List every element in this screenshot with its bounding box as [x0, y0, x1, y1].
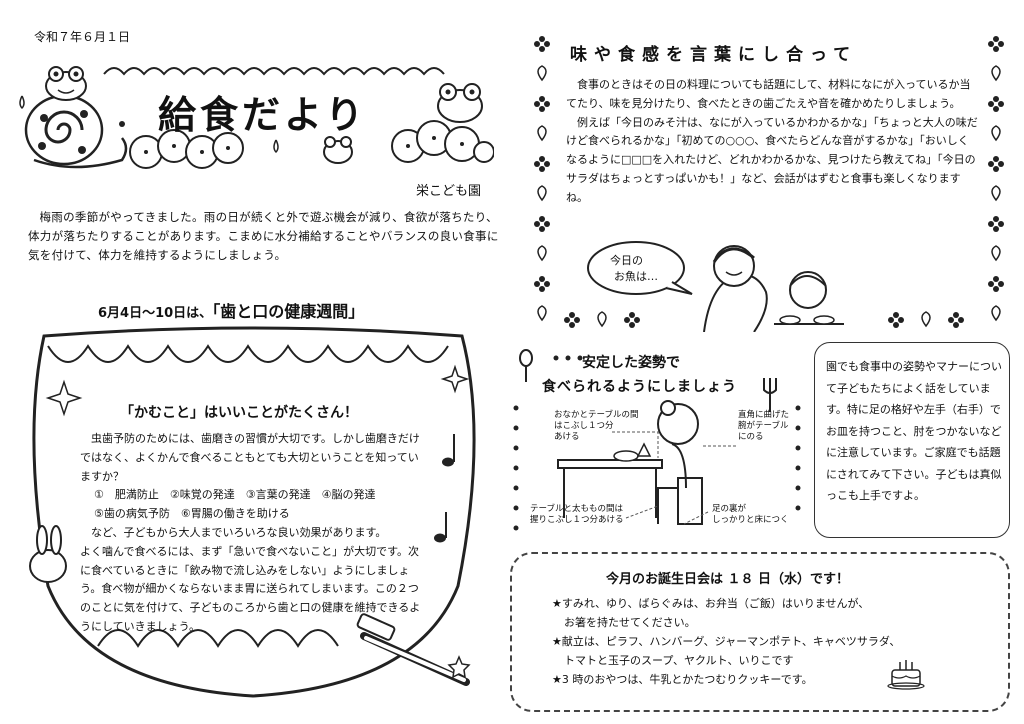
posture-title-line-1: 安定した姿勢で — [582, 355, 680, 371]
chewing-paragraph-2: など、子どもから大人までいろいろな良い効果があります。 — [91, 525, 387, 539]
speech-bubble-line-2: お魚は… — [614, 270, 658, 283]
mouth-frame-illustration — [29, 326, 476, 698]
intro-paragraph: 梅雨の季節がやってきました。雨の日が続くと外で遊ぶ機会が減り、食欲が落ちたり、体… — [28, 210, 499, 262]
posture-note-text: 園でも食事中の姿勢やマナーについて子どもたちによく話をしています。特に足の格好や… — [826, 360, 1002, 502]
chewing-benefits-2: ⑤歯の病気予防 ⑥胃腸の働きを助ける — [94, 507, 290, 521]
chewing-heading: 「かむこと」はいいことがたくさん！ — [120, 405, 358, 421]
taste-body: 食事のときはその日の料理についても話題にして、材料になにが入っているか当てたり、… — [566, 76, 978, 208]
birthday-box — [510, 552, 1010, 712]
issue-date: 令和７年６月１日 — [34, 30, 131, 44]
header-illustration — [19, 66, 494, 169]
birthday-title: 今月のお誕生日会は １８ 日（水）です！ — [606, 572, 850, 587]
chewing-body: 虫歯予防のためには、歯磨きの習慣が大切です。しかし歯磨きだけではなく、よくかんで… — [80, 430, 425, 637]
cake-icon — [887, 660, 925, 690]
week-dates: 6月4日〜10日は、 — [98, 306, 213, 321]
taste-paragraph-1: 食事のときはその日の料理についても話題にして、材料になにが入っているか当てたり、… — [566, 78, 971, 110]
speech-bubble-line-1: 今日の — [610, 253, 643, 267]
organization-name: 栄こども園 — [416, 184, 482, 199]
newsletter-title: 給食だより — [158, 93, 368, 137]
posture-title-line-2: 食べられるようにしましょう — [542, 379, 737, 395]
taste-title: 味や食感を言葉にし合って — [570, 45, 858, 65]
posture-note-box — [814, 342, 1010, 538]
chewing-paragraph-3: よく噛んで食べるには、まず「急いで食べないこと」が大切です。次に食べているときに… — [80, 544, 421, 633]
birthday-details: ★すみれ、ゆり、ばらぐみは、お弁当（ご飯）はいりませんが、 お箸を持たせてくださ… — [552, 594, 972, 689]
mealtime-illustration: 今日の お魚は… — [587, 241, 844, 332]
birthday-line-1b: お箸を持たせてください。 — [564, 616, 696, 629]
birthday-line-3: ★3 時のおやつは、牛乳とかたつむりクッキーです。 — [552, 673, 813, 686]
week-heading: 6月4日〜10日は、「歯と口の健康週間」 — [98, 298, 364, 322]
taste-paragraph-2: 例えば「今日のみそ汁は、なにが入っているかわかるかな」「ちょっと大人の味だけど食… — [566, 115, 978, 204]
birthday-line-1: ★すみれ、ゆり、ばらぐみは、お弁当（ご飯）はいりませんが、 — [552, 597, 870, 610]
chewing-benefits-1: ① 肥満防止 ②味覚の発達 ③言葉の発達 ④脳の発達 — [94, 488, 376, 502]
birthday-line-2: ★献立は、ピラフ、ハンバーグ、ジャーマンポテト、キャベツサラダ、 — [552, 635, 901, 648]
label-belly-table: おなかとテーブルの間 はこぶし１つ分 あける — [554, 410, 639, 442]
week-name: 「歯と口の健康週間」 — [212, 302, 365, 321]
birthday-line-2b: トマトと玉子のスープ、ヤクルト、いりこです — [564, 654, 794, 667]
posture-illustration — [513, 349, 801, 531]
label-thigh-table: テーブルと太ももの間は 握りこぶし１つ分あける — [530, 504, 624, 525]
label-feet-floor: 足の裏が しっかりと床につく — [712, 504, 789, 525]
label-arm-angle: 直角に曲げた 腕がテーブル にのる — [738, 410, 790, 442]
chewing-paragraph-1: 虫歯予防のためには、歯磨きの習慣が大切です。しかし歯磨きだけではなく、よくかんで… — [80, 432, 420, 483]
